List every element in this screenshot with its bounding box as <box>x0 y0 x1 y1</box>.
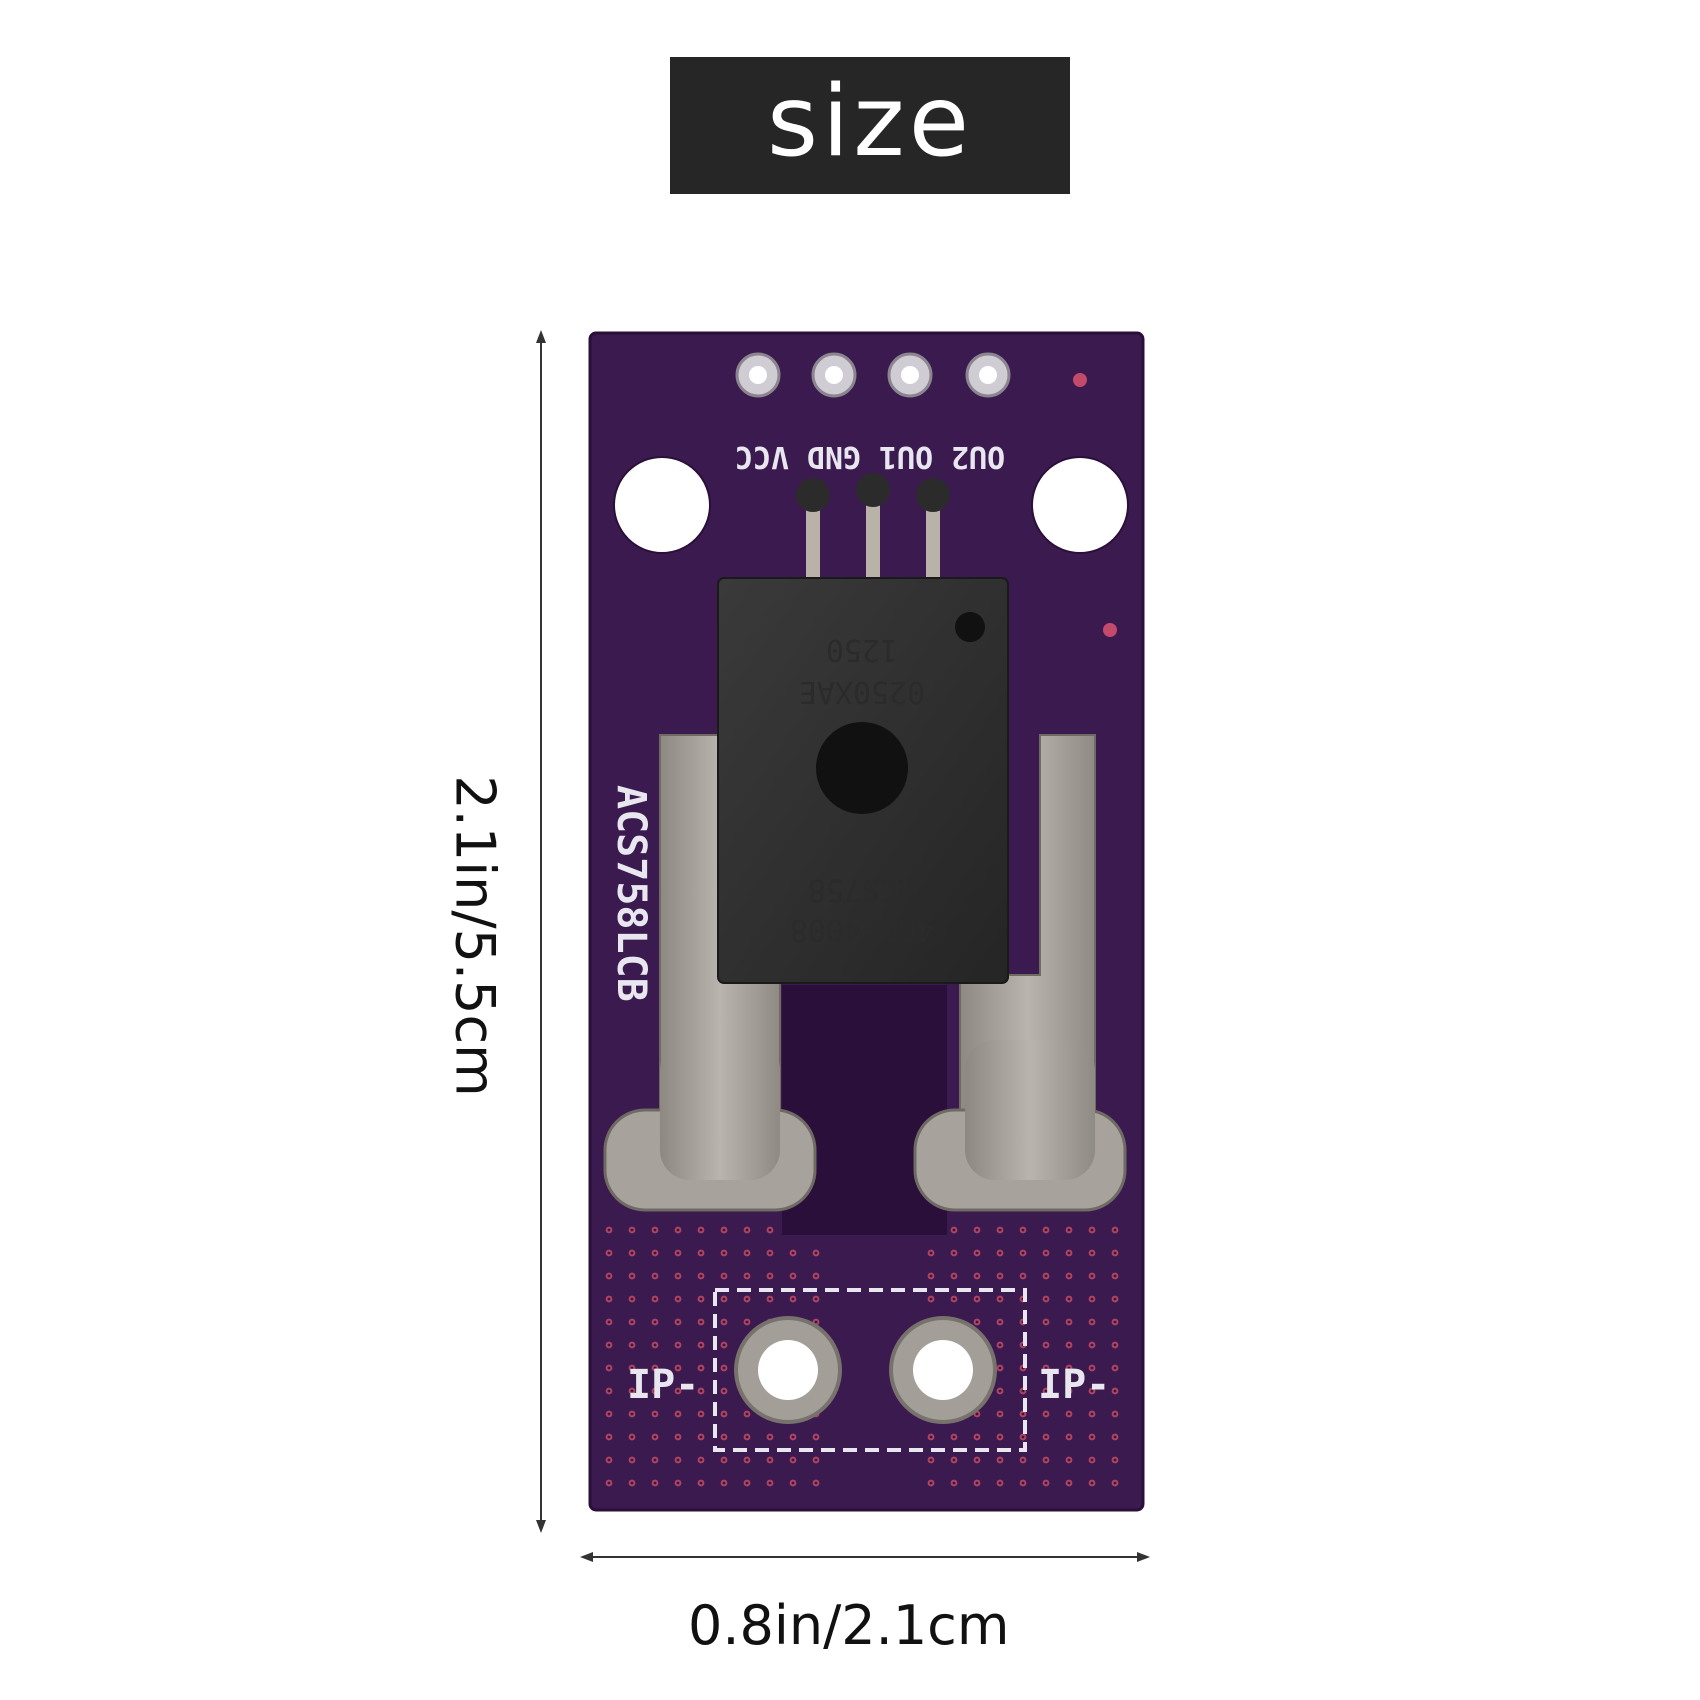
sensor-chip: 1250 0250XAE ACS758 4GB-4008 <box>717 577 1009 984</box>
terminal-hole-left <box>734 1316 842 1424</box>
terminal-label-left: IP- <box>627 1362 699 1408</box>
chip-marking-line-2: 0250XAE <box>799 674 925 709</box>
pin-label-vcc: VCC <box>735 439 789 474</box>
chip-marking-line-4: 4GB-4008 <box>790 912 935 947</box>
width-dimension-line <box>580 1552 1150 1562</box>
mounting-hole-right <box>1031 456 1129 554</box>
header-pads <box>735 352 1117 637</box>
pin-label-ou1: OU1 <box>879 439 933 474</box>
terminal-label-right: IP- <box>1038 1362 1110 1408</box>
title-text: size <box>766 64 974 179</box>
terminal-outline <box>713 1288 1027 1452</box>
height-dimension-label: 2.1in/5.5cm <box>443 775 507 1097</box>
current-terminal-right <box>913 734 1127 1212</box>
chip-legs <box>796 473 950 590</box>
model-label: ACS758LCB <box>608 785 654 1002</box>
height-dimension-line <box>536 330 546 1533</box>
pin-label-gnd: GND <box>807 439 861 474</box>
chip-marking-line-1: 1250 <box>826 632 898 667</box>
width-dimension-label: 0.8in/2.1cm <box>688 1594 1010 1657</box>
pin-labels: OU2 OU1 GND VCC <box>735 439 1005 474</box>
chip-marking-line-3: ACS758 <box>808 872 916 907</box>
terminal-hole-right <box>889 1316 997 1424</box>
pin-label-ou2: OU2 <box>951 439 1005 474</box>
mounting-hole-left <box>613 456 711 554</box>
title-banner: size <box>670 57 1070 194</box>
